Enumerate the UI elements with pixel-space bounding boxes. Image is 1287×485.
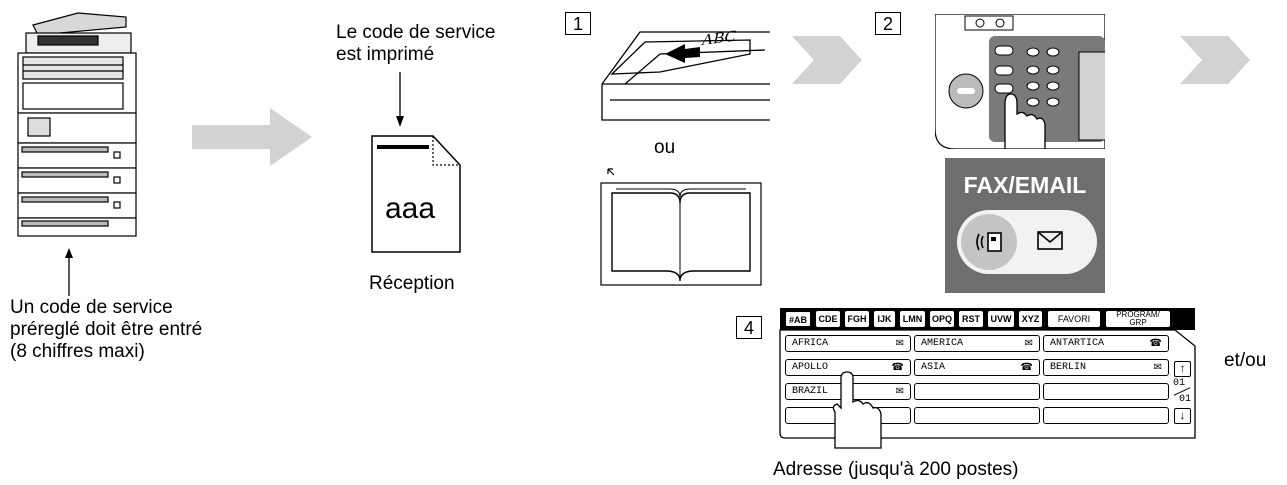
address-entry-empty[interactable]	[1043, 407, 1169, 424]
printout-caption-line-2: est imprimé	[336, 44, 435, 65]
page-total: 01	[1179, 394, 1192, 405]
flow-arrow	[192, 108, 314, 171]
scroll-up-button[interactable]: ↑	[1174, 361, 1191, 377]
machine-caption-line-1: Un code de service	[10, 297, 173, 318]
address-entry-asia[interactable]: ASIA☎	[914, 359, 1040, 376]
email-icon: ✉	[895, 386, 904, 397]
arrow-up-icon: ↑	[1179, 361, 1186, 375]
address-entry-empty[interactable]	[914, 407, 1040, 424]
fax-email-label: FAX/EMAIL	[963, 172, 1087, 198]
tab-lmn[interactable]: LMN	[899, 310, 926, 328]
and-or-label: et/ou	[1224, 350, 1267, 371]
address-entry-america[interactable]: AMERICA✉	[914, 335, 1040, 352]
email-icon	[1037, 230, 1063, 257]
tab-cde[interactable]: CDE	[815, 310, 841, 328]
tab-xyz[interactable]: XYZ	[1018, 310, 1043, 328]
page-current: 01	[1173, 378, 1186, 389]
step-2-number: 2	[875, 12, 901, 35]
phone-icon: ☎	[891, 362, 904, 373]
mfp-machine	[8, 5, 138, 240]
flow-chevron	[792, 36, 864, 89]
machine-caption-line-2: préreglé doit être entré	[10, 319, 203, 340]
arrow-down-icon	[395, 72, 405, 128]
tab-ijk[interactable]: IJK	[873, 310, 896, 328]
address-entry-antartica[interactable]: ANTARTICA☎	[1043, 335, 1169, 352]
phone-icon: ☎	[1149, 338, 1162, 349]
adf-feeder-illustration	[600, 14, 770, 124]
tab-favori[interactable]: FAVORI	[1047, 310, 1101, 328]
or-label: ou	[654, 137, 676, 158]
email-icon: ✉	[1024, 338, 1033, 349]
tab-opq[interactable]: OPQ	[929, 310, 955, 328]
tab-ab[interactable]: #AB	[784, 310, 812, 328]
fax-email-panel: FAX/EMAIL	[945, 158, 1105, 293]
control-panel-illustration	[934, 13, 1108, 150]
document-text: aaa	[385, 192, 436, 225]
step-1-number: 1	[565, 12, 591, 35]
pointing-hand-icon	[832, 371, 882, 449]
address-book-touchscreen: #AB CDE FGH IJK LMN OPQ RST UVW XYZ FAVO…	[775, 308, 1200, 449]
printout-caption-line-1: Le code de service	[336, 22, 496, 43]
arrow-up-icon	[64, 248, 74, 296]
fax-icon	[961, 214, 1017, 270]
fax-email-button[interactable]	[957, 210, 1097, 274]
address-entry-empty[interactable]	[914, 383, 1040, 400]
address-entry-africa[interactable]: AFRICA✉	[785, 335, 911, 352]
arrow-down-icon: ↓	[1179, 408, 1186, 422]
address-entry-empty[interactable]	[1043, 383, 1169, 400]
tab-rst[interactable]: RST	[958, 310, 984, 328]
book-on-glass-illustration	[600, 165, 762, 287]
address-caption: Adresse (jusqu'à 200 postes)	[773, 459, 1019, 480]
tab-uvw[interactable]: UVW	[987, 310, 1015, 328]
flow-chevron	[1180, 36, 1252, 89]
tab-program-grp[interactable]: PROGRAM/ GRP	[1105, 310, 1171, 328]
machine-caption-line-3: (8 chiffres maxi)	[10, 341, 145, 362]
printed-document-icon	[371, 135, 461, 253]
phone-icon: ☎	[1020, 362, 1033, 373]
address-entry-berlin[interactable]: BERLIN✉	[1043, 359, 1169, 376]
reception-label: Réception	[369, 273, 455, 294]
step-4-number: 4	[736, 316, 762, 339]
scroll-down-button[interactable]: ↓	[1174, 408, 1191, 424]
email-icon: ✉	[895, 338, 904, 349]
email-icon: ✉	[1153, 362, 1162, 373]
tab-fgh[interactable]: FGH	[844, 310, 870, 328]
